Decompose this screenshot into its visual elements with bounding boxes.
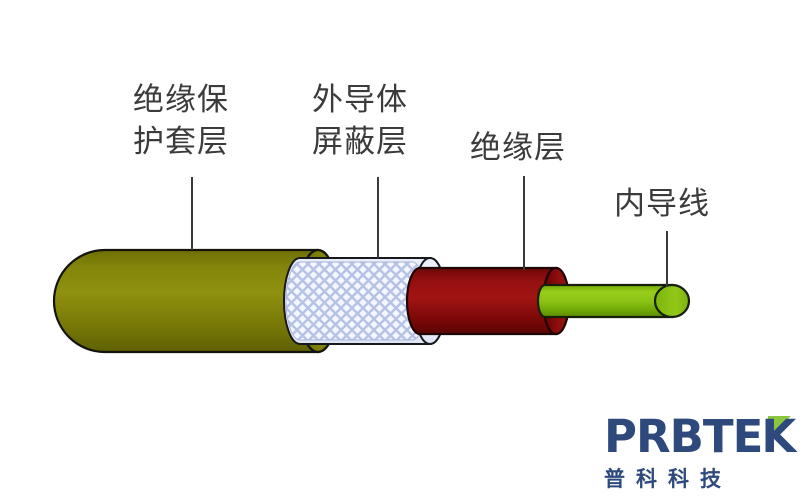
logo-accent-k: K: [761, 414, 796, 459]
label-shield-braid: 外导体 屏蔽层: [312, 82, 408, 160]
logo-wordmark: PRBTE K: [604, 410, 796, 463]
green-triangle-icon: [768, 416, 792, 437]
label-inner-conductor: 内导线: [614, 186, 710, 222]
cable-layer-inner-conductor: [536, 283, 691, 319]
label-dielectric: 绝缘层: [470, 130, 566, 166]
label-outer-jacket: 绝缘保 护套层: [133, 82, 229, 160]
brand-logo: PRBTE K 普科科技: [604, 410, 796, 495]
logo-wordmark-accent-letter: K: [761, 410, 797, 463]
logo-subtitle: 普科科技: [604, 467, 732, 491]
callout-leader-lines: [191, 176, 668, 287]
logo-wordmark-main: PRBTE: [604, 410, 763, 463]
